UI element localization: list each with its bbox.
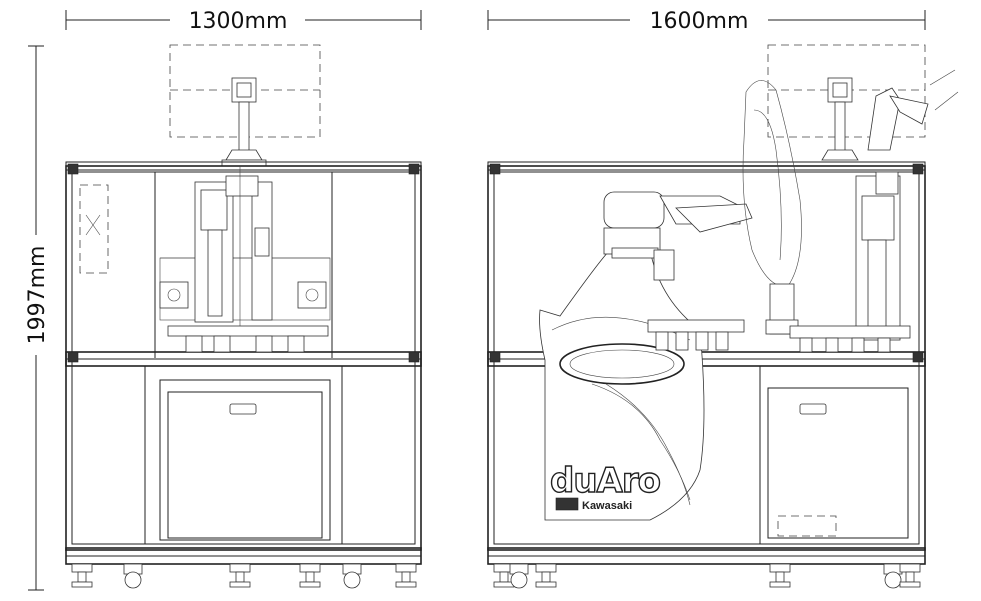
dimension-height: 1997mm <box>25 45 50 591</box>
duaro-logo: duAro Kawasaki <box>549 460 661 512</box>
product-name-text: duAro <box>550 461 660 501</box>
front-view <box>65 44 422 589</box>
side-width-label: 1600mm <box>650 9 749 34</box>
front-feet <box>71 563 417 589</box>
side-feet <box>493 563 921 589</box>
dimension-front-width: 1300mm <box>65 9 422 34</box>
manufacturer-text: Kawasaki <box>582 500 632 512</box>
dimension-side-width: 1600mm <box>487 9 926 34</box>
height-label: 1997mm <box>25 246 50 345</box>
side-view: duAro Kawasaki <box>487 44 959 589</box>
front-width-label: 1300mm <box>189 9 288 34</box>
